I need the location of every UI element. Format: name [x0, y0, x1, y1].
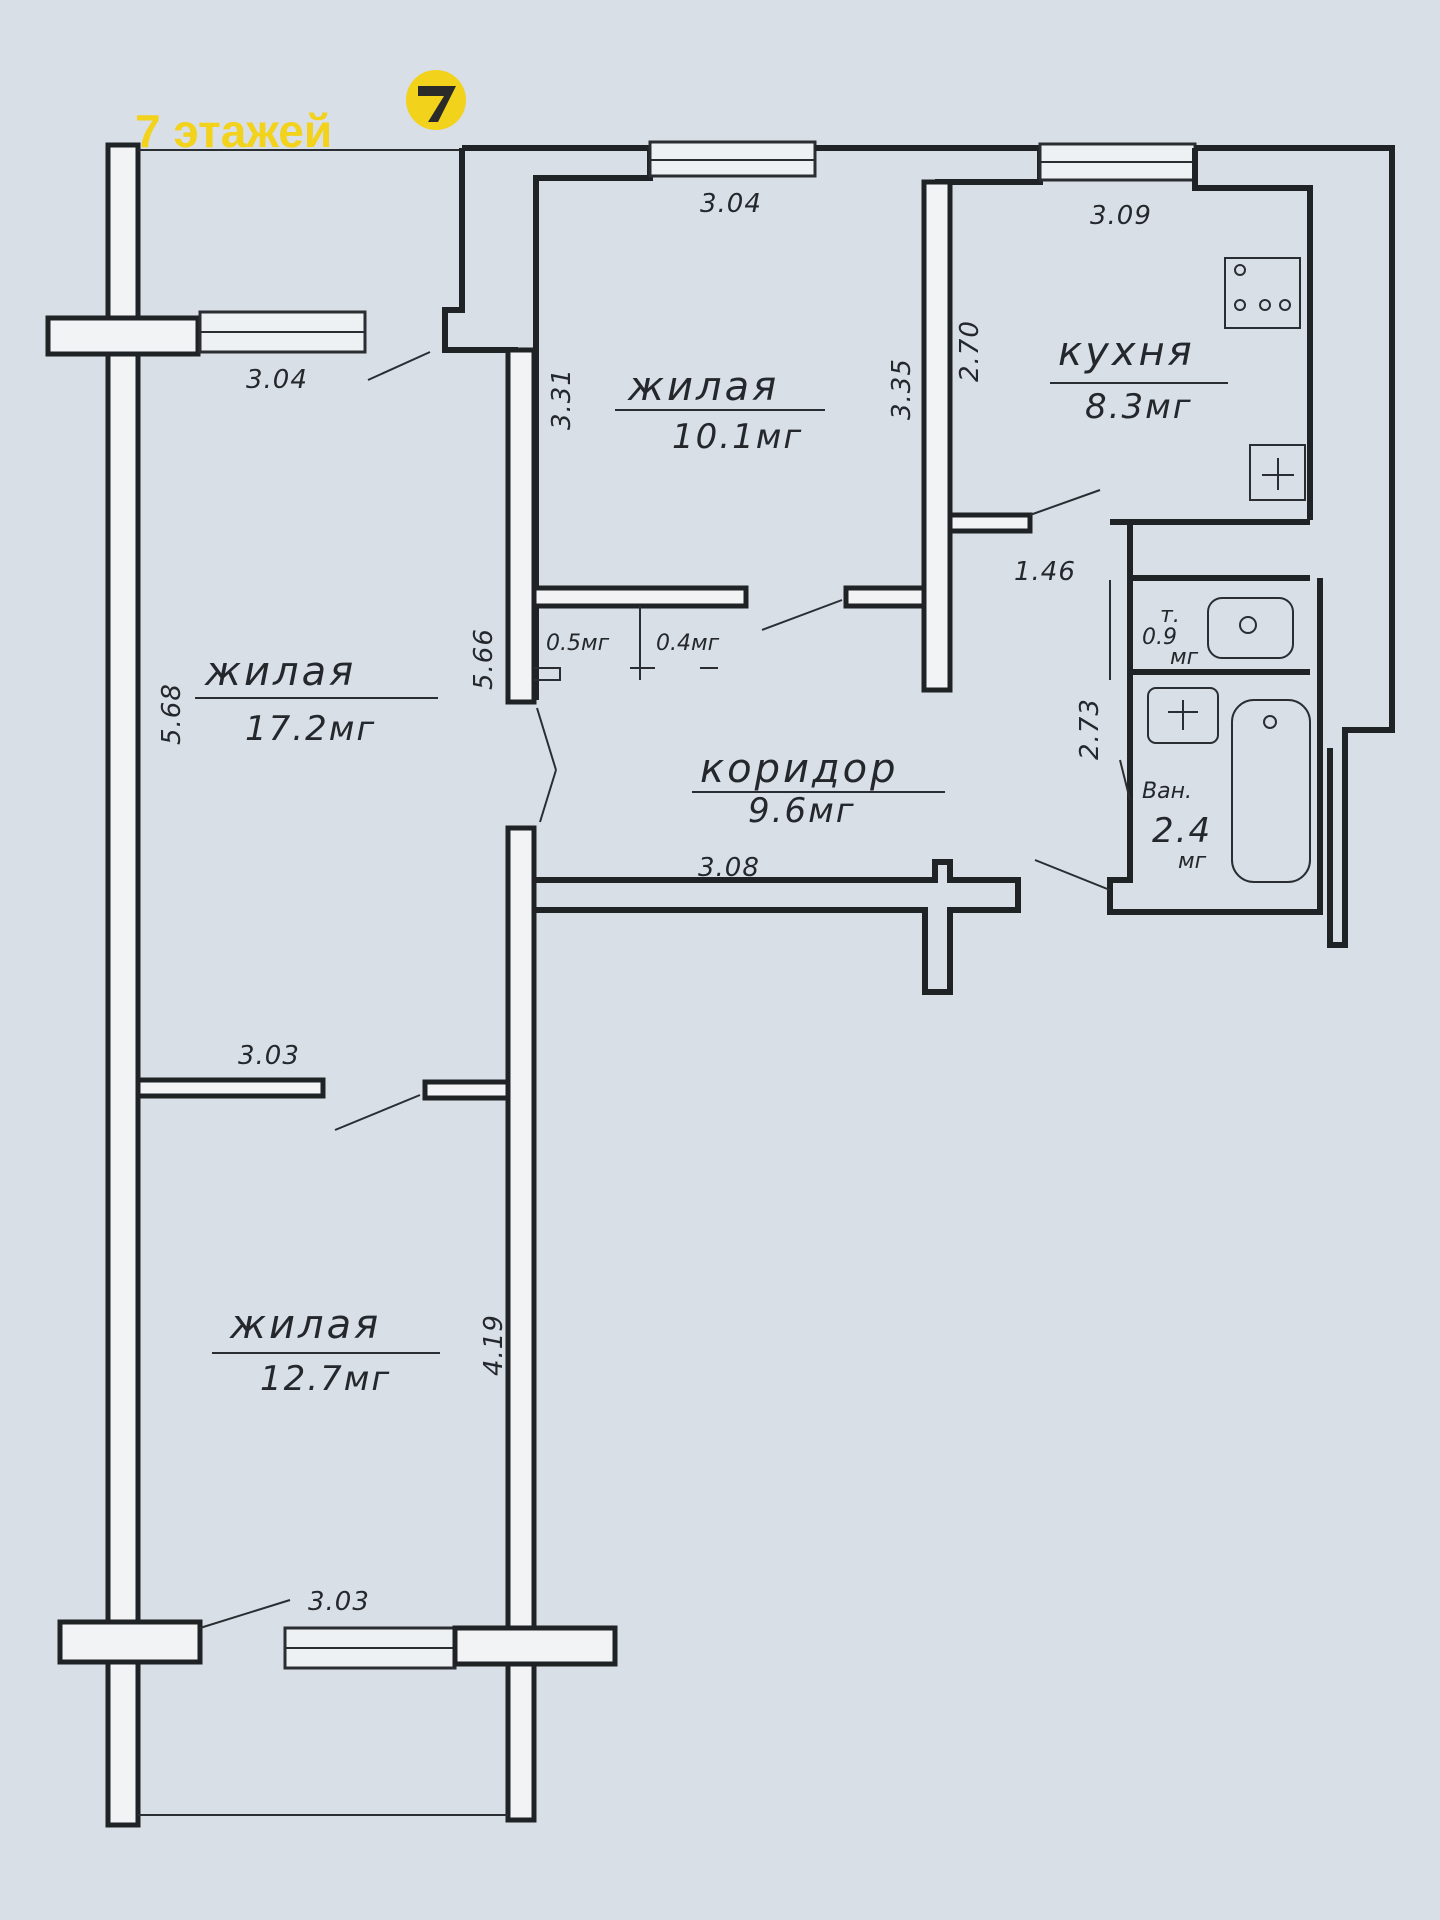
room-area: 9.6мг: [748, 791, 856, 831]
room-bedroom-bottom: жилая 12.7мг: [212, 1302, 440, 1399]
floors-badge: 7 этажей: [135, 70, 466, 157]
room-name: жилая: [204, 649, 356, 695]
dim-living-depth-right: 5.66: [469, 628, 499, 690]
left-outer-wall: [45, 142, 203, 1828]
dim-kitchen-width: 3.09: [1090, 201, 1152, 231]
room-area: 12.7мг: [260, 1359, 391, 1399]
room-name: коридор: [700, 746, 899, 792]
toilet-icon: [1207, 597, 1294, 659]
seven-logo-icon: [406, 70, 466, 130]
dim-bedroom-top-depth-left: 3.31: [547, 368, 577, 430]
room-name: жилая: [627, 364, 779, 410]
room-toilet: т. 0.9 мг: [1142, 603, 1199, 670]
room-living-large: жилая 17.2мг: [195, 649, 438, 749]
dim-hall-width: 1.46: [1014, 557, 1076, 587]
dim-kitchen-depth: 2.70: [955, 320, 985, 382]
room-name: кухня: [1058, 329, 1195, 375]
floors-label: 7 этажей: [135, 105, 332, 157]
room-area: 2.4: [1152, 811, 1212, 851]
room-bath: Ван. 2.4 мг: [1142, 779, 1212, 874]
dim-bedroom-top-width: 3.04: [700, 189, 762, 219]
closet-area: 0.5мг: [546, 631, 610, 656]
room-name: т.: [1160, 603, 1180, 628]
dim-living-depth-left: 5.68: [157, 683, 187, 745]
dim-loggia-width: 3.03: [308, 1587, 370, 1617]
room-bedroom-top: жилая 10.1мг: [615, 364, 825, 457]
stove-icon: [1224, 257, 1301, 329]
room-corridor: коридор 9.6мг: [692, 746, 945, 831]
room-name: Ван.: [1142, 779, 1192, 804]
room-area: 8.3мг: [1085, 387, 1193, 427]
dim-bedroom-top-depth-right: 3.35: [887, 358, 917, 420]
closets: 0.5мг 0.4мг: [546, 631, 720, 656]
dim-corridor-width: 3.08: [698, 853, 760, 883]
sink-icon: [1249, 444, 1306, 501]
room-unit: мг: [1170, 645, 1199, 670]
room-kitchen: кухня 8.3мг: [1050, 329, 1228, 427]
dim-balcony-width: 3.04: [246, 365, 308, 395]
dim-living-width: 3.03: [238, 1041, 300, 1071]
room-unit: мг: [1178, 849, 1207, 874]
room-area: 0.9: [1142, 625, 1177, 650]
dimension-labels: 3.04 3.04 3.09 3.31 3.35 2.70 5.68 5.66 …: [157, 189, 1152, 1617]
dim-bath-depth: 2.73: [1075, 698, 1105, 760]
room-area: 10.1мг: [672, 417, 803, 457]
interior-walls: [135, 179, 1323, 1823]
balcony-top: [138, 148, 518, 354]
washbasin-icon: [1147, 687, 1219, 744]
dim-bedroom-bottom-depth: 4.19: [479, 1314, 509, 1376]
room-area: 17.2мг: [245, 709, 376, 749]
bathtub-icon: [1231, 699, 1311, 883]
room-name: жилая: [229, 1302, 381, 1348]
closet-area: 0.4мг: [656, 631, 720, 656]
